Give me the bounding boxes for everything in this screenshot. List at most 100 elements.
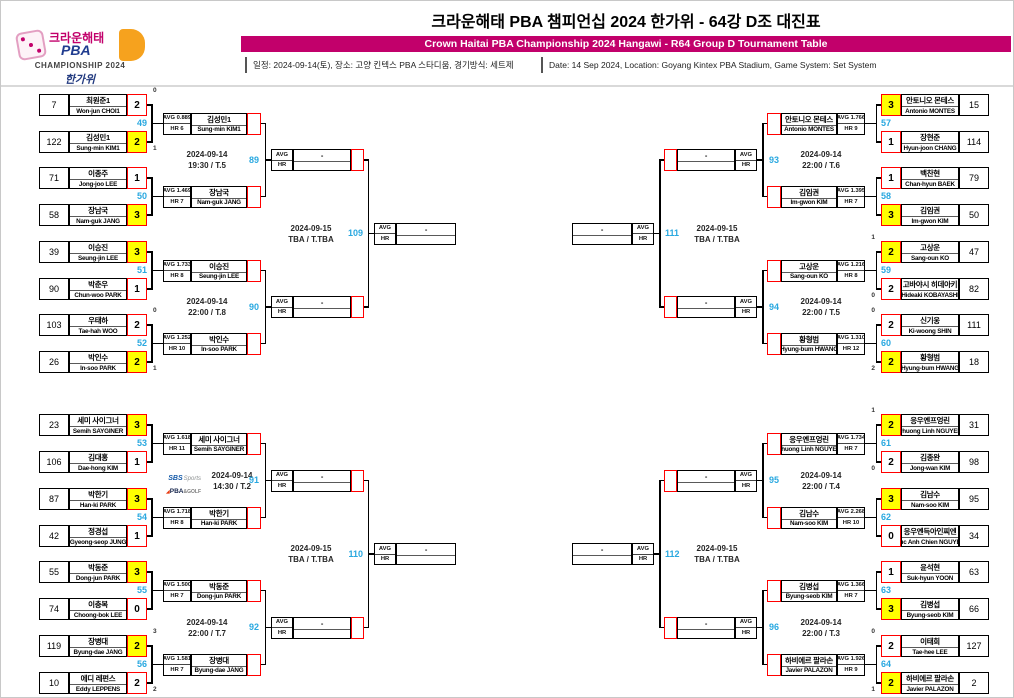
winner-name-en (678, 309, 734, 317)
player-stats-box: AVG 1.734 HR 7 (837, 432, 865, 455)
bracket-line (266, 626, 271, 629)
stats-label-box: AVG HR (374, 543, 396, 565)
bracket-line (152, 663, 163, 666)
set-score: 2 (881, 278, 901, 300)
match-number: 54 (136, 512, 147, 522)
player-name-box: 고바야시 히데아키 Hideaki KOBAYASHI (901, 278, 959, 300)
bracket-line (876, 288, 881, 290)
shootout-score (863, 612, 875, 620)
stats-label-box: AVG HR (271, 149, 293, 171)
winner-name-en (573, 556, 631, 564)
bracket-line (261, 269, 265, 272)
player-name-kr: 박동준 (70, 562, 126, 574)
avg-stat: AVG 1.252 (164, 334, 190, 344)
shootout-score (153, 554, 165, 562)
bracket-line (876, 498, 881, 500)
set-score: 3 (881, 204, 901, 226)
hr-stat: HR 6 (170, 125, 184, 132)
player-name-en: Gyeong-seop JUNG (69, 538, 127, 546)
match-number: 109 (347, 228, 363, 238)
score-slot (247, 185, 261, 208)
score-slot (351, 149, 364, 171)
bracket-line (876, 177, 881, 179)
avg-stat: AVG 1.310 (838, 334, 864, 344)
match-schedule: 2024-09-14 22:00 / T.6 (779, 149, 863, 171)
avg-stat: AVG 1.733 (164, 261, 190, 271)
winner-name-en (573, 236, 631, 244)
player-name-kr: 박인수 (192, 334, 246, 346)
player-name-box: 김남수 Nam-soo KIM (781, 506, 837, 529)
score-slot (767, 112, 781, 135)
bracket-line (876, 645, 881, 647)
player-stats-box: AVG 1.581 HR 7 (163, 653, 191, 676)
bracket-line (147, 535, 152, 537)
shootout-score: 1 (153, 145, 157, 152)
bracket-line (762, 122, 764, 198)
avg-label: AVG (736, 618, 756, 628)
player-name-box: 김남수 Nam-soo KIM (901, 488, 959, 510)
player-name-kr: 김성민1 (70, 132, 126, 144)
winner-placeholder: - (294, 618, 350, 630)
shootout-score (863, 218, 875, 226)
player-name-kr: 응우옌프엉린 (902, 415, 958, 427)
score-slot (767, 259, 781, 282)
score-slot (767, 506, 781, 529)
player-stats-box: AVG 1.310 HR 12 (837, 332, 865, 355)
player-name-box: 이태희 Tae-hee LEE (901, 635, 959, 657)
pba-championship-logo: 크라운해태 PBA CHAMPIONSHIP 2024 한가위 (9, 27, 169, 86)
hr-label: HR (741, 482, 751, 489)
seed-number: 2 (959, 672, 989, 694)
shootout-score (153, 539, 165, 547)
player-name-kr: 이종주 (70, 168, 126, 180)
player-name-box: 박동준 Dong-jun PARK (69, 561, 127, 583)
bracket-line (147, 177, 152, 179)
shootout-score (153, 292, 165, 300)
player-name-box: 장현준 Hyun-joon CHANG (901, 131, 959, 153)
player-stats-box: AVG 1.469 HR 7 (163, 185, 191, 208)
seed-number: 127 (959, 635, 989, 657)
match-number: 58 (881, 191, 892, 201)
bracket-line (654, 553, 659, 555)
bracket-line (763, 442, 767, 445)
player-name-kr: 고상운 (902, 242, 958, 254)
stats-label-box: AVG HR (735, 616, 757, 639)
player-name-box: 김성민1 Sung-min KIM1 (191, 112, 247, 135)
seed-number: 26 (39, 351, 69, 373)
shootout-score: 2 (871, 365, 875, 372)
player-name-box: 김임권 Im-gwon KIM (781, 185, 837, 208)
player-name-kr: 안토니오 몬테스 (902, 95, 958, 107)
bracket-line (876, 361, 881, 363)
bracket-line (147, 498, 152, 500)
match-number: 57 (881, 118, 892, 128)
match-number: 92 (248, 622, 259, 632)
seed-number: 7 (39, 94, 69, 116)
bracket-line (763, 195, 767, 198)
moon-icon (119, 29, 145, 61)
player-name-en: Byung-dae JANG (73, 648, 123, 656)
player-name-box: 황형범 Hyung-bum HWANG (901, 351, 959, 373)
bracket-line (659, 479, 661, 629)
hr-stat: HR 7 (844, 445, 858, 452)
set-score: 3 (127, 414, 147, 436)
match-number: 51 (136, 265, 147, 275)
player-stats-box: AVG 1.500 HR 7 (163, 579, 191, 602)
player-name-en: Byung-seob KIM (906, 611, 954, 619)
player-name-en: Phuong Linh NGUYEN (901, 427, 959, 435)
set-score: 2 (881, 351, 901, 373)
match-date: 2024-09-14 (211, 470, 253, 480)
set-score: 2 (881, 635, 901, 657)
bracket-line (762, 269, 764, 345)
player-stats-box: AVG 1.926 HR 9 (837, 653, 865, 676)
seed-number: 90 (39, 278, 69, 300)
bracket-line (152, 589, 163, 592)
hr-stat: HR 10 (168, 345, 186, 352)
winner-name-box: - (396, 543, 456, 565)
player-name-en: Jong-joo LEE (78, 180, 118, 188)
set-score: 3 (127, 204, 147, 226)
avg-stat: AVG 2.268 (838, 508, 864, 518)
avg-stat: AVG 1.581 (164, 655, 190, 665)
player-name-box: 이승진 Seung-jin LEE (69, 241, 127, 263)
winner-name-en (397, 556, 455, 564)
winner-placeholder: - (294, 150, 350, 162)
